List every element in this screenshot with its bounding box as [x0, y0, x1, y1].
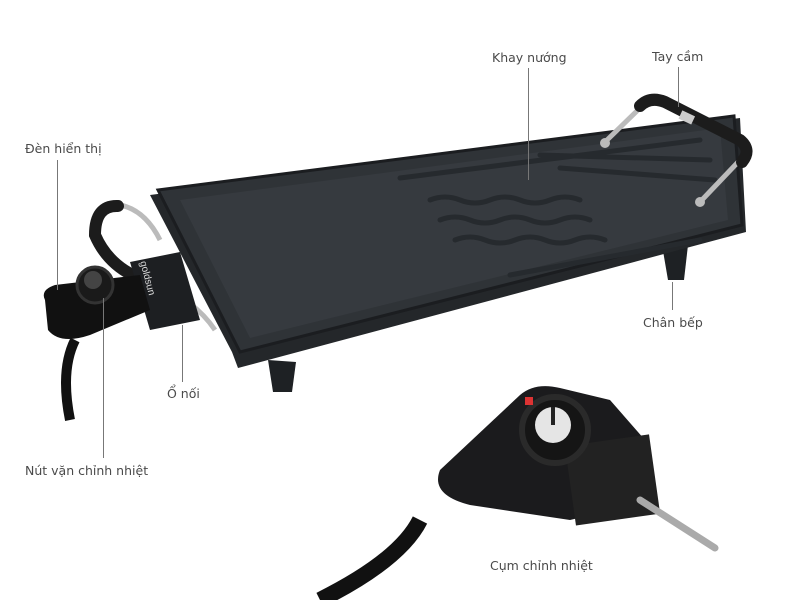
label-grill-tray: Khay nướng: [492, 50, 567, 65]
label-thermostat-knob: Nút vặn chỉnh nhiệt: [25, 463, 149, 478]
leader-line-handle: [678, 67, 679, 107]
grill-foot: [268, 360, 296, 392]
leader-line-socket: [182, 325, 183, 382]
leader-line-feet: [672, 282, 673, 310]
label-indicator-light: Đèn hiển thị: [25, 141, 102, 156]
label-handle: Tay cầm: [652, 49, 704, 64]
thermostat-unit-detail: [316, 386, 719, 600]
grill-ridges: [397, 137, 718, 278]
leader-line-indicator: [57, 160, 58, 290]
leader-line-knob: [103, 298, 104, 458]
label-feet: Chân bếp: [643, 315, 703, 330]
thermostat-left: [43, 265, 150, 421]
label-socket: Ổ nối: [167, 386, 200, 401]
label-thermostat-unit: Cụm chỉnh nhiệt: [490, 558, 593, 573]
leader-line-tray: [528, 68, 529, 180]
grill-foot: [662, 245, 688, 280]
right-handle: [600, 93, 753, 207]
